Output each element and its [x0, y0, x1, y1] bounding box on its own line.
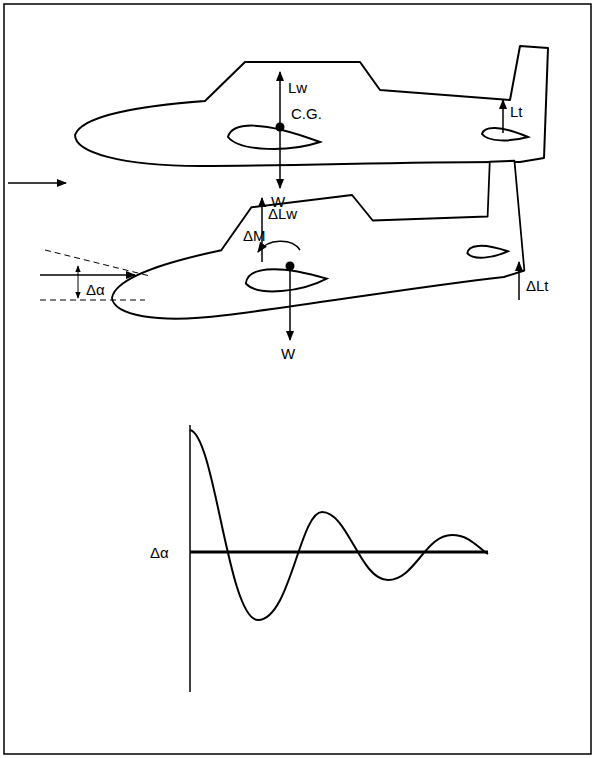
force-label: ΔLw [268, 206, 297, 221]
delta-tail-lift-arrow [518, 262, 520, 300]
force-label: C.G. [291, 106, 322, 121]
x-axis [190, 551, 488, 554]
force-label: Lw [288, 80, 307, 95]
lift-arrow [279, 72, 281, 127]
freestream-arrow [40, 274, 135, 276]
damped-oscillation [190, 430, 488, 620]
freestream-arrow [8, 182, 66, 184]
airplane-pitched [101, 159, 529, 329]
reference-line [40, 300, 145, 301]
force-label: Δα [150, 545, 169, 560]
weight-arrow [289, 266, 291, 340]
force-label: ΔLt [526, 278, 549, 293]
force-label: W [281, 346, 295, 361]
airplane-level [75, 46, 548, 166]
y-axis [189, 425, 191, 692]
tail-lift-arrow [502, 100, 504, 133]
force-label: ΔM [243, 228, 266, 243]
weight-arrow [279, 127, 281, 188]
force-label: Lt [510, 104, 523, 119]
angle-arrow [78, 266, 79, 298]
frame [4, 4, 591, 754]
force-label: Δα [86, 282, 105, 297]
reference-line [45, 250, 150, 276]
